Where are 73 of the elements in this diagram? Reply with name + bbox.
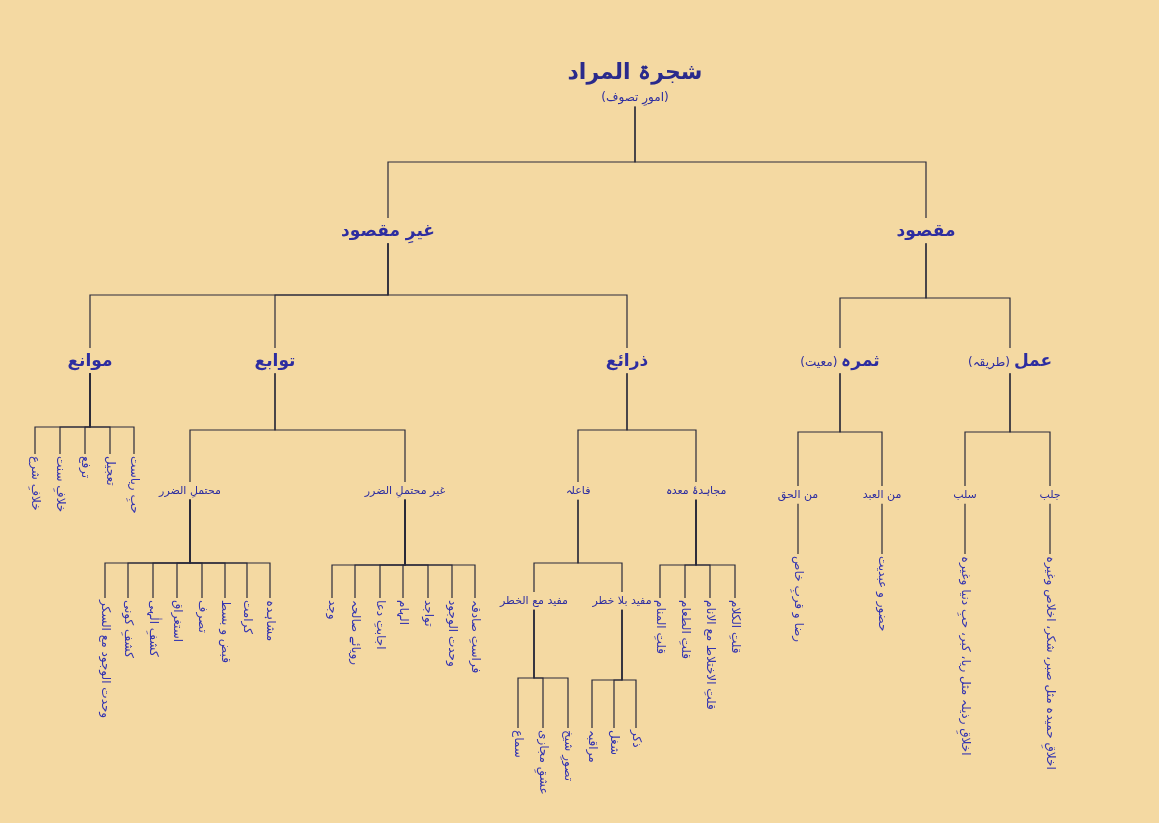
leaf-label: قبض و بسط (217, 600, 233, 663)
branch-label: من الحق (777, 488, 819, 502)
leaf-label: قلتِ الطعام (677, 600, 693, 659)
branch-heading: موانع (67, 350, 113, 372)
tree-branch-line (659, 499, 697, 599)
tree-branch-line (797, 372, 841, 487)
tree-branch-line (517, 609, 535, 729)
tree-branch-line (591, 609, 623, 729)
leaf-label: کرامت (239, 600, 255, 634)
leaf-label: تواجد (420, 600, 436, 627)
leaf-label: قلتِ الکلام (727, 600, 743, 654)
leaf-label: حضور و عبدیت (874, 556, 890, 632)
tree-branch-line (34, 372, 91, 455)
tree-branch-line (1049, 503, 1051, 555)
leaf-label: اجابتِ دعا (372, 600, 388, 650)
leaf-label: عشقِ مجازی (535, 730, 551, 795)
branch-label: فاعلہ (565, 484, 591, 498)
leaf-label: خلافِ سنت (52, 456, 68, 513)
parenthetical-note: (طریقہ) (967, 355, 1010, 370)
branch-label: سلب (953, 488, 977, 502)
tree-branch-line (964, 503, 966, 555)
leaf-label: وحدت الوجود مع السکر (97, 600, 113, 719)
leaf-label: کشفِ کونی (120, 600, 136, 658)
leaf-label: مشاہدہ (262, 600, 278, 642)
leaf-label: الہام (395, 600, 411, 626)
tree-branch-line (104, 499, 191, 599)
tree-branch-line (387, 105, 636, 219)
branch-label: محتملِ الضرر (159, 484, 221, 498)
tree-branch-line (881, 503, 883, 555)
branch-label: مجاہدۂ معدہ (665, 484, 727, 498)
leaf-label: فراستِ صادقہ (467, 600, 483, 674)
leaf-label: شغل (606, 730, 622, 755)
tree-branch-line (331, 499, 406, 599)
tree-branch-line (797, 503, 799, 555)
parenthetical-note: (امورِ تصوف) (601, 89, 669, 105)
leaf-label: ذکر (628, 730, 644, 748)
leaf-label: سماع (510, 730, 526, 758)
branch-label: مفید بلا خطر (592, 594, 652, 608)
branch-label: غیر محتملِ الضرر (364, 484, 446, 498)
tree-branch-line (189, 372, 276, 483)
leaf-label: تصورِ شیخ (560, 730, 576, 781)
leaf-label: استغراق (169, 600, 185, 643)
tree-branch-line (533, 499, 579, 593)
leaf-label: اخلاقِ حمیدہ مثل صبر، شکر، اخلاص وغیرہ (1042, 556, 1058, 770)
branch-heading: ذرائع (605, 350, 649, 372)
leaf-label: تعجیل (102, 456, 118, 486)
branch-heading: عمل (1013, 350, 1053, 372)
leaf-label: خلافِ شرع (27, 456, 43, 511)
leaf-label: قلتِ المنام (652, 600, 668, 654)
leaf-label: کشفِ الٰہی (145, 600, 161, 657)
branch-label: مفید مع الخطر (500, 594, 568, 608)
branch-heading: توابع (254, 350, 296, 372)
branch-heading: ثمرہ (841, 350, 880, 372)
branch-heading: مقصود (896, 220, 956, 242)
tree-branch-line (964, 372, 1011, 487)
tree-root-label: شجرۃ المراد (567, 58, 703, 86)
leaf-label: مراقبہ (584, 730, 600, 763)
leaf-label: اخلاقِ رذیلہ مثل ریا، کبر، حبِ دنیا وغیرہ (957, 556, 973, 756)
leaf-label: وحدت الوجود (444, 600, 460, 667)
tree-branch-line (89, 242, 389, 349)
leaf-label: تصرف (194, 600, 210, 633)
branch-heading: غیرِ مقصود (341, 220, 435, 242)
leaf-label: حبِ ریاست (126, 456, 142, 514)
leaf-label: ترفع (77, 456, 93, 479)
tree-branch-line (839, 242, 927, 349)
branch-label: من العبد (862, 488, 902, 502)
parenthetical-note: (معیت) (800, 355, 838, 370)
tree-branch-line (577, 372, 628, 483)
leaf-label: قلتِ الاختلاط مع الانام (702, 600, 718, 710)
leaf-label: رویائے صالحہ (347, 600, 363, 665)
leaf-label: رضا و قربِ خاص (790, 556, 806, 643)
branch-label: جلب (1039, 488, 1061, 502)
leaf-label: وجد (324, 600, 340, 620)
